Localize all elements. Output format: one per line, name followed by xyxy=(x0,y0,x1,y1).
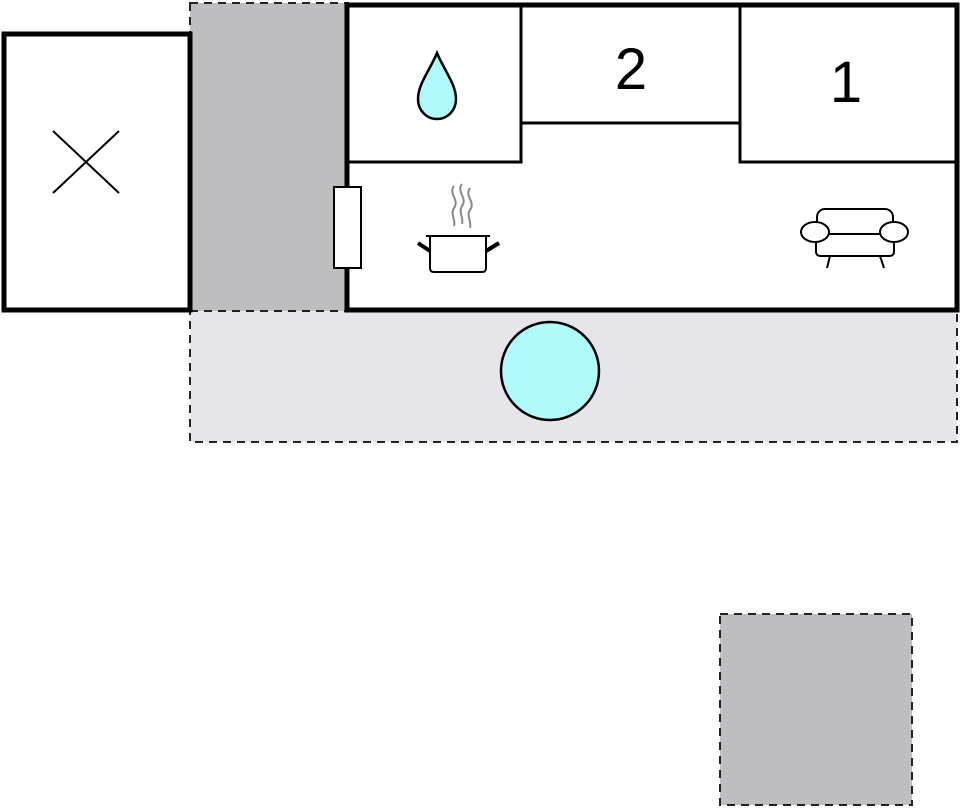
water-drop-icon xyxy=(416,49,458,121)
covered-area xyxy=(189,2,349,312)
detached-covered-area xyxy=(719,613,913,806)
cooking-pot-icon xyxy=(416,183,501,273)
sofa-icon xyxy=(800,208,909,269)
bedroom-1-room xyxy=(738,3,959,164)
house-wall xyxy=(344,2,960,313)
cross-mark-icon xyxy=(52,130,120,194)
bedroom-1-label: 1 xyxy=(830,50,862,115)
door-rectangle xyxy=(333,186,362,269)
bedroom-2-label: 2 xyxy=(615,37,647,102)
pool-circle xyxy=(499,320,601,422)
